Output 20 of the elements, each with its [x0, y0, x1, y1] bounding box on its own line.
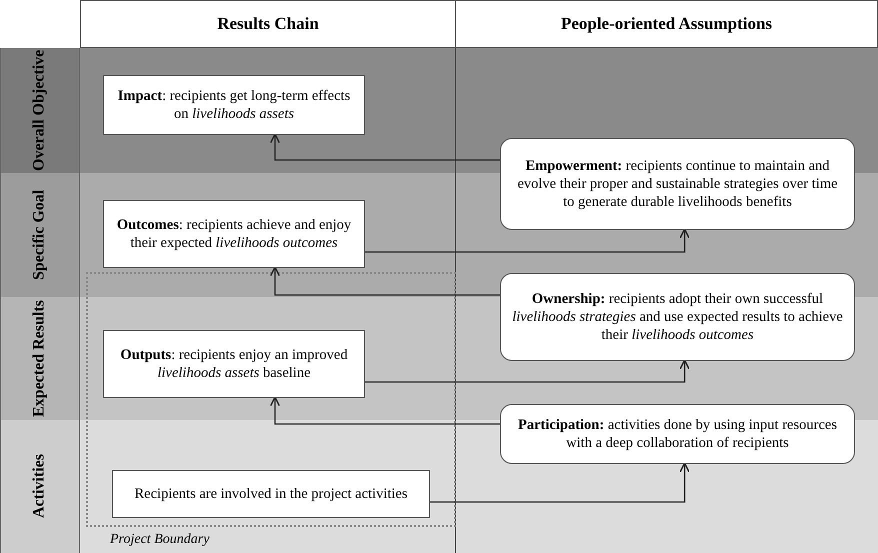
column-header: Results Chain: [80, 0, 456, 48]
assumption-box: Empowerment: recipients continue to maintain and evolve their proper and sustainable strategies over time to generate durable livelihoods benefits: [500, 138, 855, 230]
row-header: Specific Goal: [0, 173, 80, 297]
boundary-label: Project Boundary: [110, 532, 210, 548]
result-box: Impact: recipients get long-term effects on livelihoods assets: [103, 75, 365, 135]
arrow: [365, 359, 690, 383]
assumption-box: Participation: activities done by using input resources with a deep collaboration of recipients: [500, 404, 855, 464]
assumption-box: Ownership: recipients adopt their own successful livelihoods strategies and use expected results to achieve their livelihoods outcomes: [500, 273, 855, 361]
arrow: [270, 266, 500, 296]
result-box: Recipients are involved in the project activities: [112, 470, 430, 518]
arrow: [365, 228, 690, 253]
result-box: Outcomes: recipients achieve and enjoy their expected livelihoods outcomes: [103, 200, 365, 268]
column-header: People-oriented Assumptions: [455, 0, 878, 48]
row-header: Expected Results: [0, 297, 80, 420]
arrow: [270, 396, 500, 425]
arrow: [430, 462, 690, 503]
row-header: Activities: [0, 420, 80, 553]
row-header: Overall Objective: [0, 48, 80, 173]
result-box: Outputs: recipients enjoy an improved livelihoods assets baseline: [103, 330, 365, 398]
arrow: [270, 133, 500, 161]
